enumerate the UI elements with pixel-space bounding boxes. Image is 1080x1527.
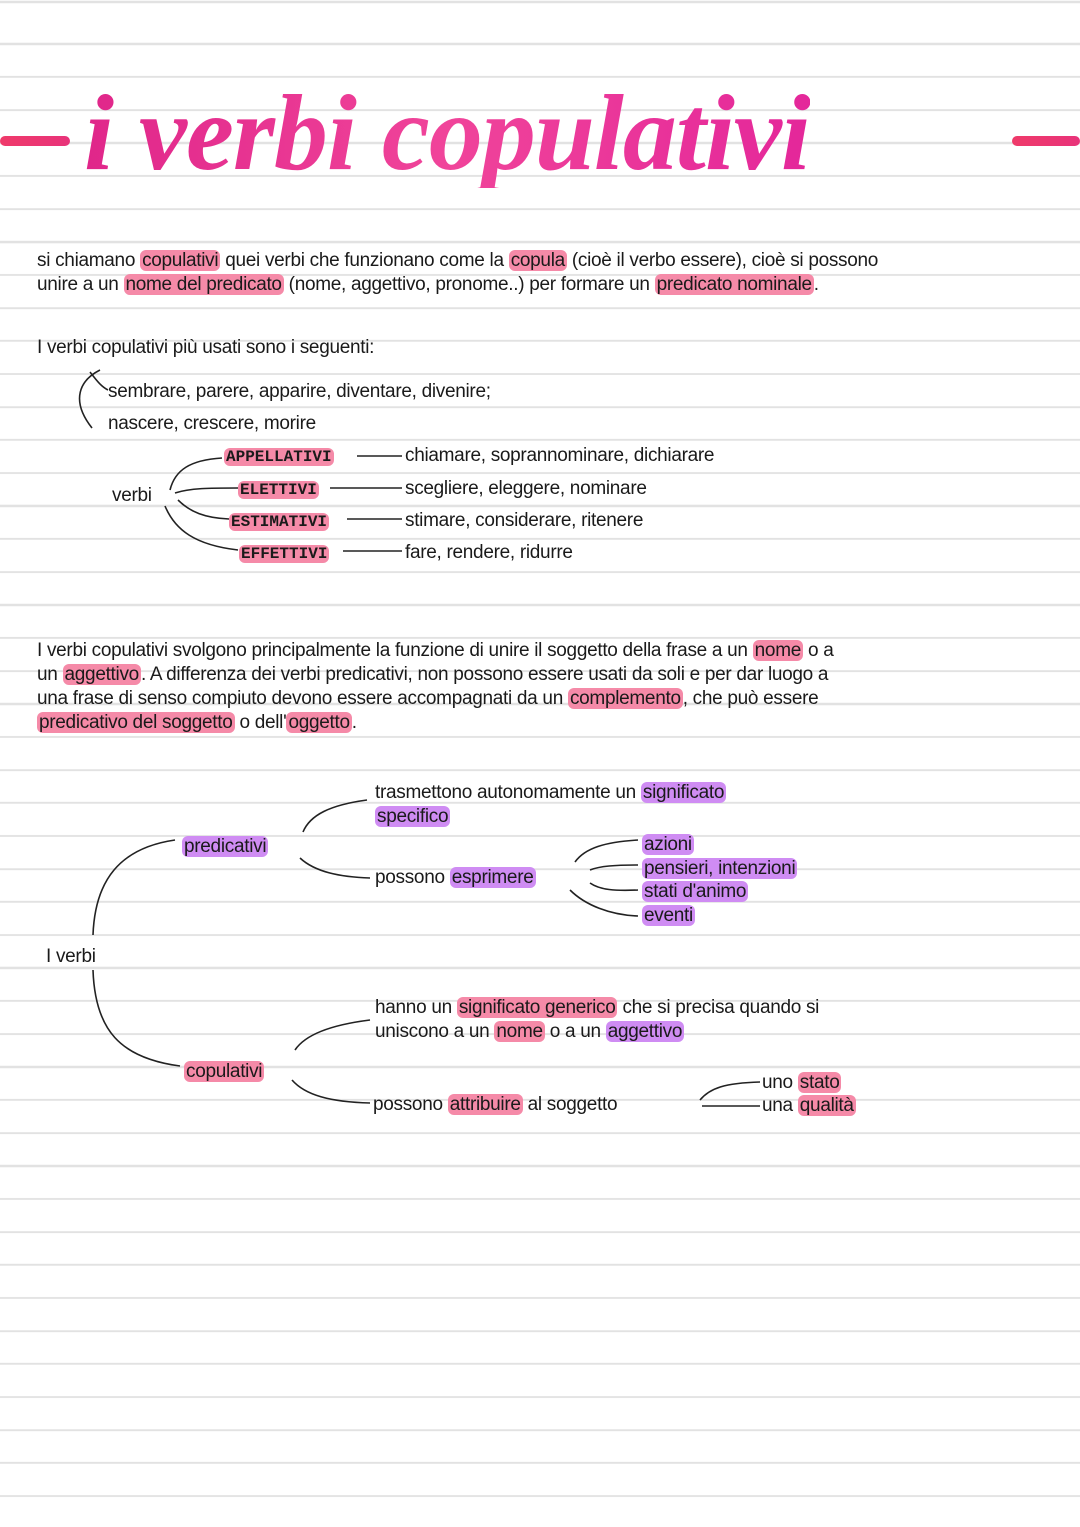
title-right-bar (1012, 136, 1080, 146)
text-segment: uniscono a un (375, 1021, 495, 1042)
predicativi-desc: specifico (375, 806, 451, 827)
text-segment: . (351, 712, 357, 733)
text-segment: al soggetto (522, 1094, 618, 1115)
text-segment: , che può essere (682, 688, 819, 709)
branch-copulativi: copulativi (184, 1061, 265, 1082)
express-item: stati d'animo (642, 881, 749, 902)
express-item: eventi (642, 905, 695, 926)
text-segment: che si precisa quando si (617, 997, 820, 1018)
highlighted-term: specifico (375, 806, 451, 827)
text-segment: o dell' (234, 712, 287, 733)
category-name: ELETTIVI (238, 481, 319, 499)
list-intro: I verbi copulativi più usati sono i segu… (37, 337, 375, 358)
map-root: I verbi (46, 946, 96, 967)
category-examples: stimare, considerare, ritenere (405, 510, 644, 531)
text-segment: o a un (544, 1021, 606, 1042)
highlighted-term: copulativi (140, 250, 221, 271)
highlighted-term: copula (508, 250, 567, 271)
attr-item: uno stato (762, 1072, 842, 1093)
highlighted-term: predicato nominale (654, 274, 814, 295)
paragraph1-line: si chiamano copulativi quei verbi che fu… (37, 250, 879, 271)
text-segment: (nome, aggettivo, pronome..) per formare… (283, 274, 655, 295)
highlighted-term: qualità (797, 1095, 856, 1116)
branch-predicativi: predicativi (182, 836, 269, 857)
paragraph2-line: predicativo del soggetto o dell'oggetto. (37, 712, 357, 733)
copulativi-desc: hanno un significato generico che si pre… (375, 997, 820, 1018)
highlighted-term: attribuire (447, 1094, 523, 1115)
highlighted-term: aggettivo (62, 664, 141, 685)
category-name: APPELLATIVI (224, 448, 334, 466)
text-segment: si chiamano (37, 250, 141, 271)
highlighted-term: significato generico (456, 997, 618, 1018)
predicativi-express: possono esprimere (375, 867, 536, 888)
title-left-bar (0, 136, 70, 146)
text-segment: un (37, 664, 63, 685)
category-examples: fare, rendere, ridurre (405, 542, 573, 563)
text-segment: unire a un (37, 274, 124, 295)
copulativi-attr: possono attribuire al soggetto (373, 1094, 618, 1115)
highlighted-term: significato (640, 782, 727, 803)
highlighted-term: aggettivo (605, 1021, 685, 1042)
paragraph2-line: una frase di senso compiuto devono esser… (37, 688, 819, 709)
highlighted-term: oggetto (286, 712, 352, 733)
text-segment: uno (762, 1072, 798, 1093)
highlighted-term: stato (797, 1072, 842, 1093)
attr-item: una qualità (762, 1095, 856, 1116)
text-segment: una frase di senso compiuto devono esser… (37, 688, 568, 709)
text-segment: quei verbi che funzionano come la (220, 250, 509, 271)
text-segment: (cioè il verbo essere), cioè si possono (566, 250, 879, 271)
text-segment: . A differenza dei verbi predicativi, no… (140, 664, 829, 685)
highlighted-term: esprimere (449, 867, 536, 888)
text-segment: possono (373, 1094, 448, 1115)
list-line: sembrare, parere, apparire, diventare, d… (108, 381, 491, 402)
highlighted-term: nome del predicato (123, 274, 284, 295)
predicativi-desc: trasmettono autonomamente un significato (375, 782, 727, 803)
text-segment: o a (802, 640, 834, 661)
page-title: i verbi copulativi (84, 74, 811, 193)
highlighted-term: nome (752, 640, 803, 661)
paragraph2-line: un aggettivo. A differenza dei verbi pre… (37, 664, 829, 685)
highlighted-term: predicativo del soggetto (37, 712, 235, 733)
copulativi-desc: uniscono a un nome o a un aggettivo (375, 1021, 685, 1042)
express-item: azioni (642, 834, 694, 855)
category-name: EFFETTIVI (239, 545, 330, 563)
category-examples: chiamare, soprannominare, dichiarare (405, 445, 715, 466)
text-segment: hanno un (375, 997, 457, 1018)
express-item: pensieri, intenzioni (642, 858, 798, 879)
text-segment: trasmettono autonomamente un (375, 782, 641, 803)
title-banner: i verbi copulativi (0, 60, 1080, 210)
category-examples: scegliere, eleggere, nominare (405, 478, 647, 499)
highlighted-term: nome (494, 1021, 545, 1042)
category-name: ESTIMATIVI (229, 513, 330, 531)
text-segment: una (762, 1095, 798, 1116)
text-segment: possono (375, 867, 450, 888)
verbi-label: verbi (112, 485, 152, 506)
paragraph2-line: I verbi copulativi svolgono principalmen… (37, 640, 834, 661)
list-line: nascere, crescere, morire (108, 413, 316, 434)
text-segment: . (813, 274, 819, 295)
highlighted-term: complemento (567, 688, 683, 709)
paragraph1-line: unire a un nome del predicato (nome, agg… (37, 274, 819, 295)
text-segment: I verbi copulativi svolgono principalmen… (37, 640, 753, 661)
